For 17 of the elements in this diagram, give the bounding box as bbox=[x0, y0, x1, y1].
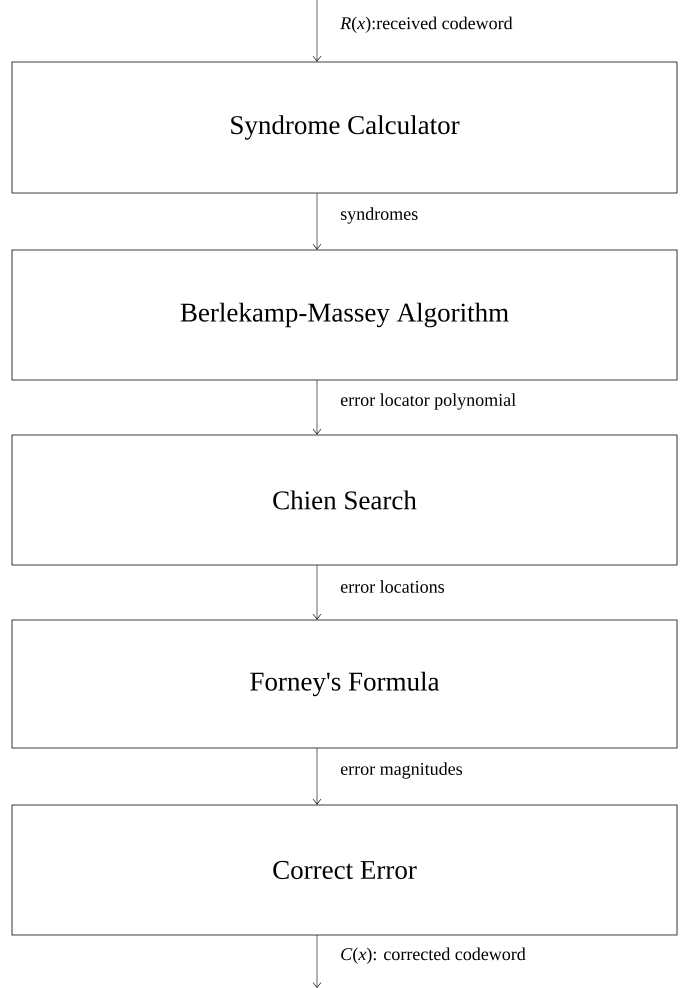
arrow bbox=[312, 935, 322, 988]
arrow bbox=[312, 748, 322, 805]
edge-label: R(x):received codeword bbox=[339, 16, 514, 34]
arrow bbox=[312, 0, 322, 62]
arrow bbox=[312, 565, 322, 620]
arrow bbox=[312, 380, 322, 435]
process-box: Forney's Formula bbox=[12, 620, 678, 748]
process-box: Correct Error bbox=[12, 804, 678, 936]
process-box: Syndrome Calculator bbox=[12, 62, 678, 194]
edge-label: error locator polynomial bbox=[339, 392, 518, 411]
edge-label: syndromes bbox=[339, 206, 420, 225]
process-box: Berlekamp-Massey Algorithm bbox=[12, 250, 678, 380]
edge-label: error magnitudes bbox=[339, 761, 464, 780]
process-box: Chien Search bbox=[12, 434, 678, 566]
edge-label: error locations bbox=[339, 579, 446, 594]
edge-label: C(x): corrected codeword bbox=[339, 946, 527, 965]
arrow bbox=[312, 193, 322, 250]
